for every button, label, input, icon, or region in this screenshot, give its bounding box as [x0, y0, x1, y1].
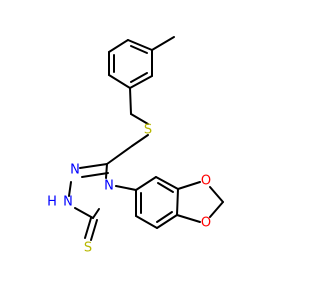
bond: [209, 201, 224, 218]
s-ch2-bond: [131, 134, 149, 147]
c-n-double-bond: [81, 172, 109, 178]
bond: [129, 75, 153, 89]
bond: [155, 176, 179, 190]
bond: [209, 186, 224, 203]
atom-label-sulfur-thione: S: [84, 241, 92, 256]
bond: [74, 207, 94, 219]
aromatic-double-bond: [130, 45, 148, 54]
dioxole-ring: [176, 181, 224, 223]
methyl-bond: [151, 36, 175, 51]
bond: [176, 214, 201, 223]
atom-label-nitrogen-n4: N: [104, 179, 114, 194]
benzyl-ch2-bond: [129, 87, 132, 115]
atom-label-oxygen-top: O: [201, 174, 211, 189]
toluene-ring: [108, 39, 153, 89]
bond: [105, 163, 108, 179]
aromatic-double-bond: [156, 211, 173, 223]
ch2-s-bond: [130, 113, 149, 125]
atom-label-oxygen-bottom: O: [201, 216, 211, 231]
n-aryl-bond: [115, 185, 137, 191]
bond: [108, 74, 131, 89]
c-s-double-bond: [84, 217, 92, 239]
atom-label-nitrogen-n1: N: [63, 195, 73, 210]
atom-label-hydrogen-n1: H: [47, 195, 57, 210]
bond: [68, 181, 72, 197]
ch2-triazole-bond: [106, 145, 133, 165]
bond: [177, 181, 201, 190]
bond: [156, 214, 178, 229]
triazole-ring: [68, 163, 109, 219]
aromatic-double-bond: [130, 72, 148, 83]
bond: [135, 176, 157, 191]
bond: [135, 215, 158, 229]
bond: [92, 208, 100, 219]
bond: [127, 39, 153, 51]
molecule-canvas: S N H N N S O O: [47, 36, 224, 256]
benzodioxole-ring: [135, 176, 179, 229]
c-s-double-bond: [90, 219, 98, 241]
molecule-structure: S N H N N S O O: [47, 36, 224, 256]
atom-label-sulfur-thioether: S: [144, 123, 152, 138]
atom-label-nitrogen-n2: N: [70, 163, 80, 178]
aromatic-double-bond: [157, 182, 174, 193]
bond: [176, 188, 179, 216]
bond: [79, 163, 108, 169]
bond: [108, 39, 129, 53]
